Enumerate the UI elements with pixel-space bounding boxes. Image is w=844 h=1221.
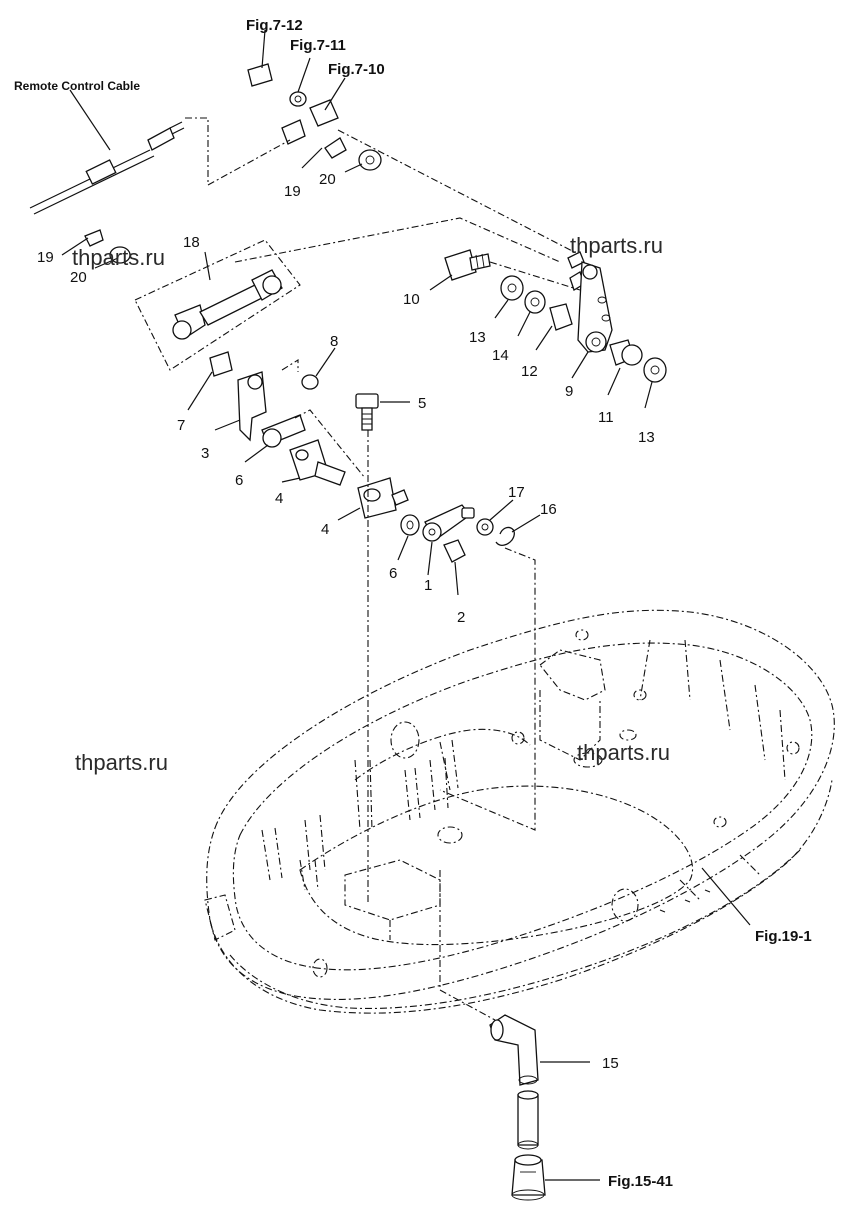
part-number-19b: 19 xyxy=(37,249,54,266)
link-dashline-4 xyxy=(294,409,366,479)
part-number-8: 8 xyxy=(330,333,338,350)
bolt-5 xyxy=(355,393,379,431)
watermark-1: thparts.ru xyxy=(72,245,165,270)
part-number-13b: 13 xyxy=(638,429,655,446)
part-number-1: 1 xyxy=(424,577,432,594)
bottom-cowling xyxy=(204,609,835,1014)
part-number-15: 15 xyxy=(602,1055,619,1072)
part-number-16: 16 xyxy=(540,501,557,518)
control-arm-assembly xyxy=(444,249,667,383)
part-number-17: 17 xyxy=(508,484,525,501)
fig7-link-parts xyxy=(247,63,382,171)
part-number-9: 9 xyxy=(565,383,573,400)
part-number-14: 14 xyxy=(492,347,509,364)
drain-hose xyxy=(489,1014,546,1201)
cable-leader-line xyxy=(69,89,111,151)
link-dashline-2 xyxy=(337,129,581,256)
part-number-11: 11 xyxy=(598,409,614,426)
rod-dashline xyxy=(234,217,561,263)
arm-dashline xyxy=(489,261,581,291)
hose-dashline xyxy=(439,870,496,1021)
part-number-6a: 6 xyxy=(235,472,243,489)
part-number-2: 2 xyxy=(457,609,465,626)
fig-19-1-label: Fig.19-1 xyxy=(755,928,812,945)
part-number-4b: 4 xyxy=(321,521,329,538)
leader-lines xyxy=(61,29,751,1181)
lower-link-parts xyxy=(357,477,515,563)
fig-15-41-label: Fig.15-41 xyxy=(608,1173,673,1190)
fig-7-11-label: Fig.7-11 xyxy=(290,37,346,54)
fig-7-10-label: Fig.7-10 xyxy=(328,61,385,78)
part-number-10: 10 xyxy=(403,291,420,308)
part-number-3: 3 xyxy=(201,445,209,462)
link-dashline-3 xyxy=(281,359,299,372)
vertical-dashline-right xyxy=(439,547,536,831)
part-number-12: 12 xyxy=(521,363,538,380)
link-dashline-1 xyxy=(185,117,291,186)
watermark-2: thparts.ru xyxy=(570,233,663,258)
part-number-13a: 13 xyxy=(469,329,486,346)
part-number-18: 18 xyxy=(183,234,200,251)
part-number-7: 7 xyxy=(177,417,185,434)
throttle-rod-assembly xyxy=(84,229,301,371)
part-number-20a: 20 xyxy=(319,171,336,188)
part-number-19a: 19 xyxy=(284,183,301,200)
fig-7-12-label: Fig.7-12 xyxy=(246,17,303,34)
part-number-6b: 6 xyxy=(389,565,397,582)
remote-control-cable-label: Remote Control Cable xyxy=(14,79,140,93)
watermark-4: thparts.ru xyxy=(577,740,670,765)
watermark-3: thparts.ru xyxy=(75,750,168,775)
part-number-5: 5 xyxy=(418,395,426,412)
part-number-20b: 20 xyxy=(70,269,87,286)
remote-control-cable xyxy=(29,121,185,215)
part-number-4a: 4 xyxy=(275,490,283,507)
lever-linkage xyxy=(209,351,346,486)
